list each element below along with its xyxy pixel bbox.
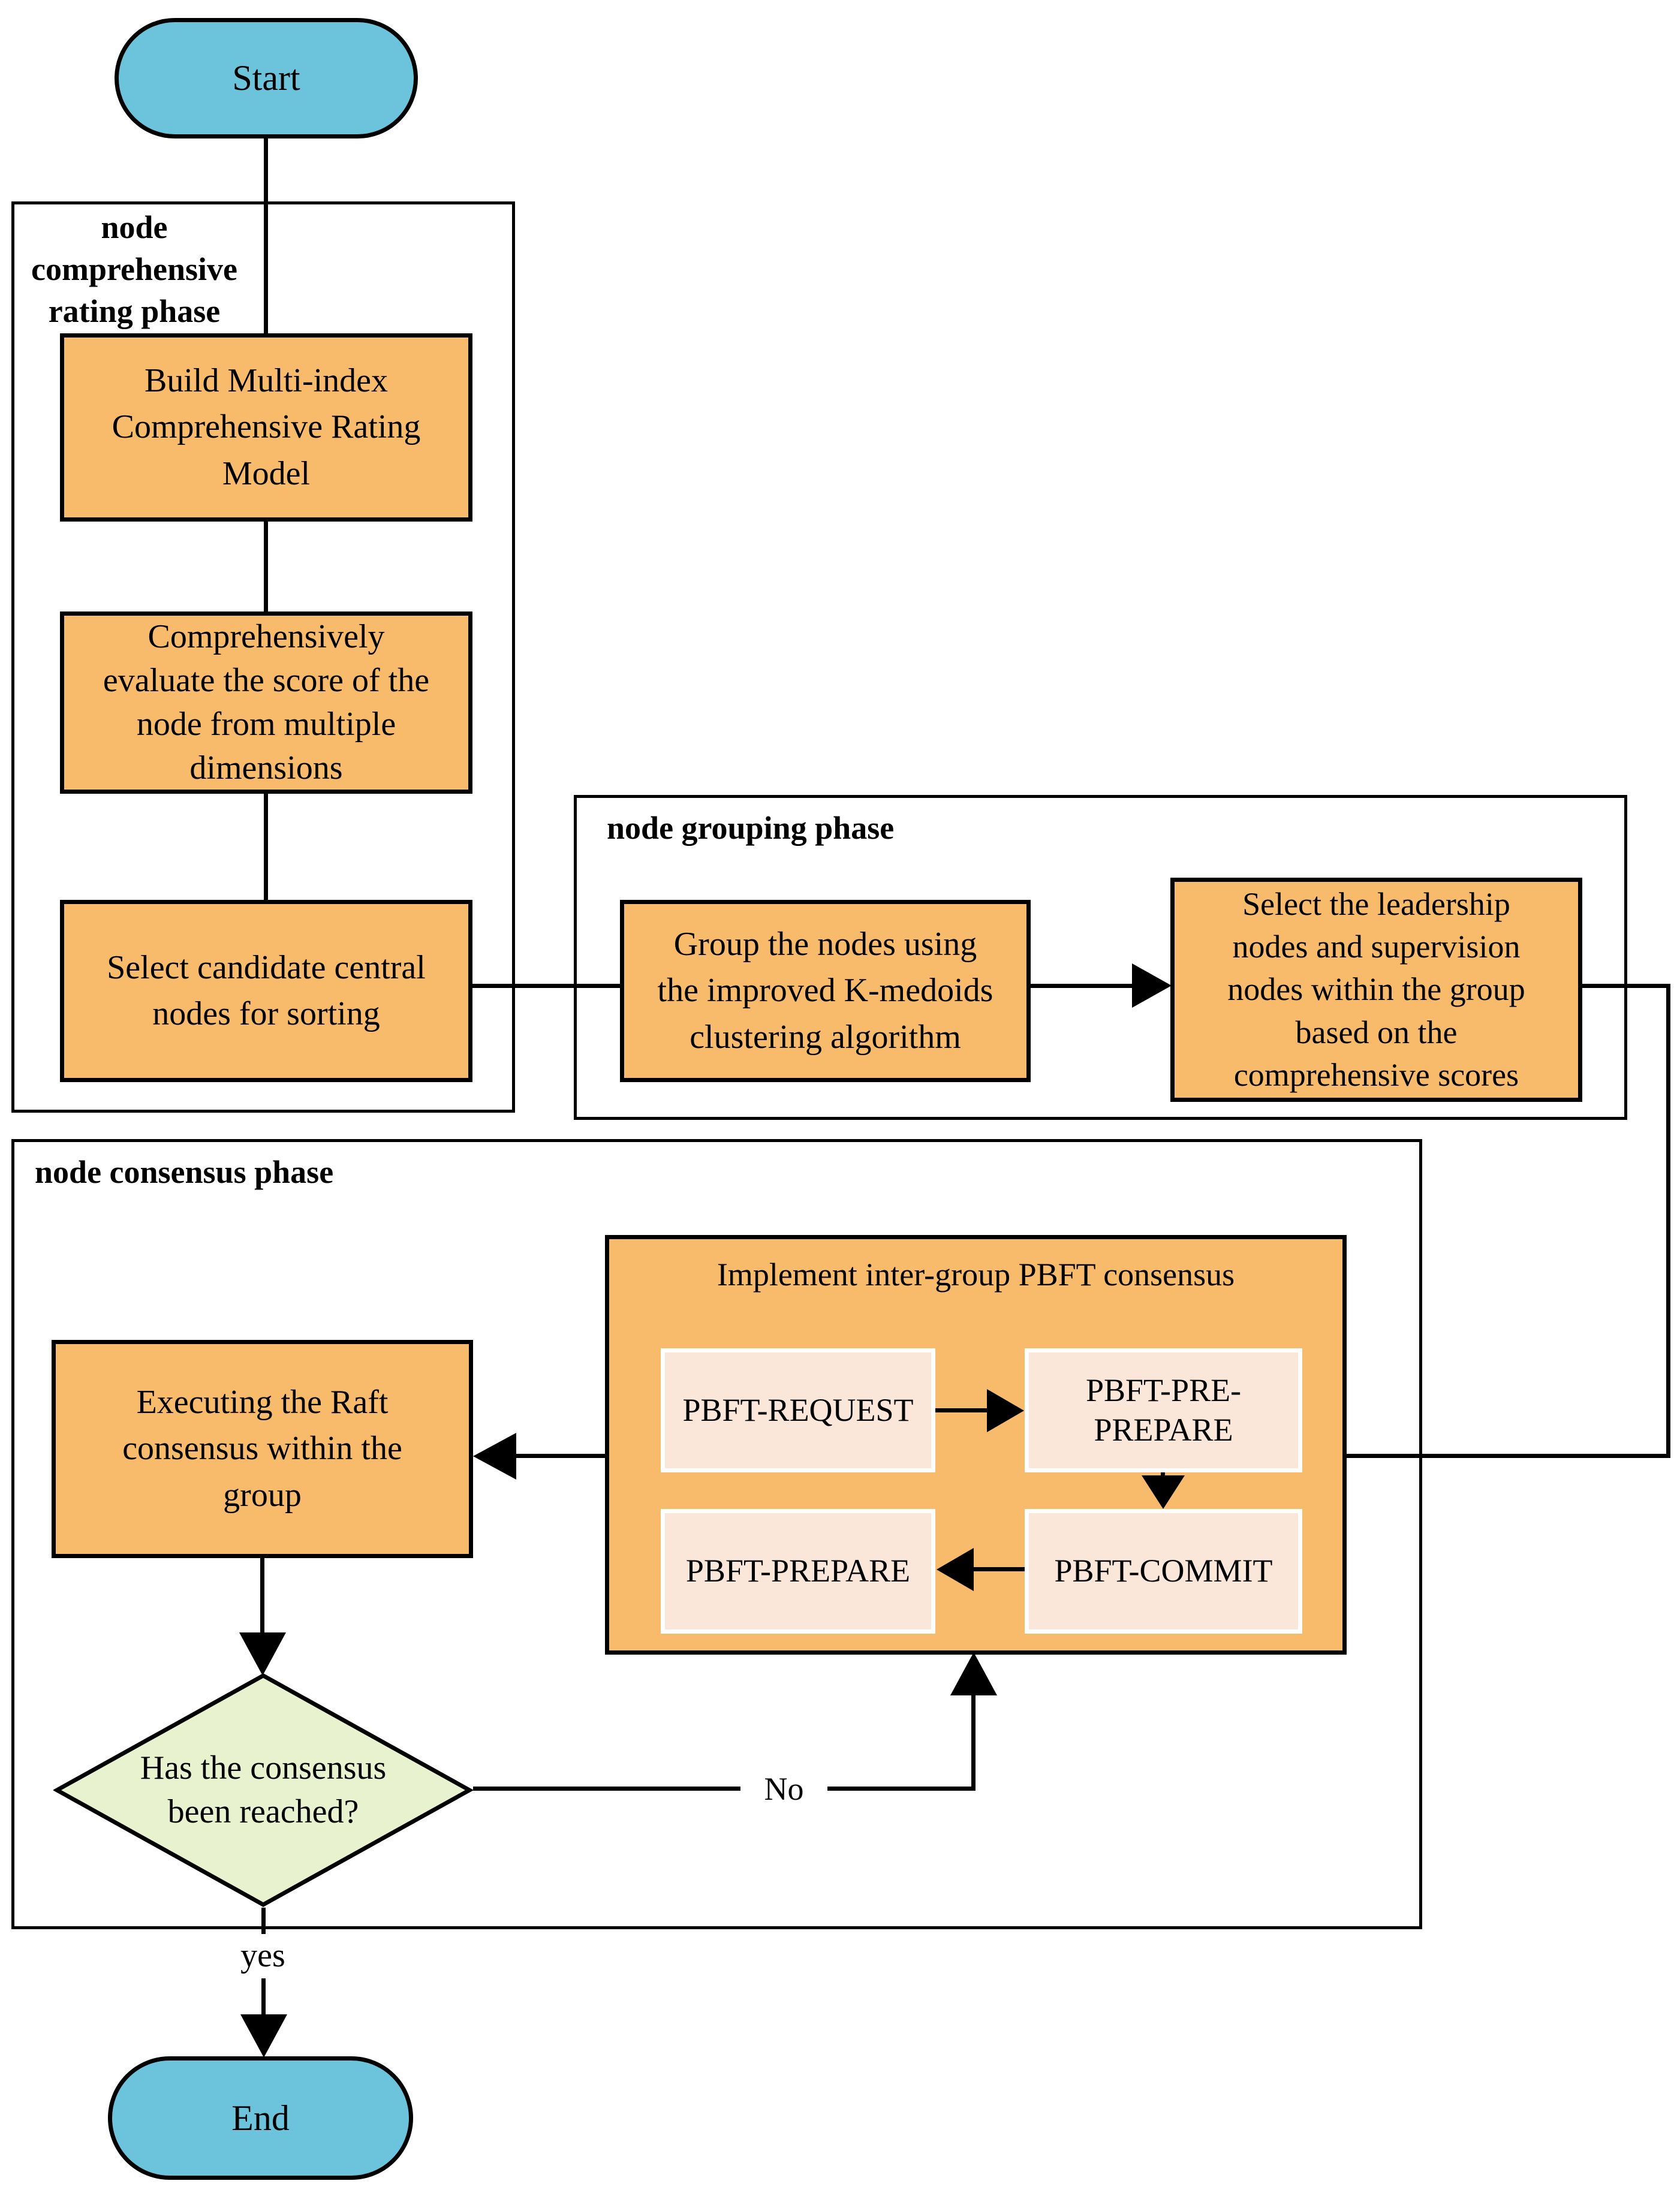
pbft-commit-text: PBFT-COMMIT [1054, 1553, 1273, 1589]
group-nodes-text: Group the nodes using the improved K-med… [657, 926, 993, 1056]
raft-step: Executing the Raft consensus within the … [52, 1340, 473, 1558]
pbft-commit-step: PBFT-COMMIT [1025, 1509, 1302, 1634]
connector-right-vertical [1666, 984, 1670, 1458]
yes-edge-label: yes [213, 1934, 312, 1977]
connector-start-build [264, 138, 268, 333]
connector-yes-end [261, 1978, 266, 2035]
pbft-pre-prepare-step: PBFT-PRE- PREPARE [1025, 1348, 1302, 1472]
decision-diamond-shape [53, 1673, 473, 1908]
no-edge-label: No [740, 1760, 827, 1817]
select-leadership-step: Select the leadership nodes and supervis… [1170, 878, 1582, 1102]
arrowhead-decision [239, 1632, 286, 1676]
group-nodes-step: Group the nodes using the improved K-med… [620, 900, 1031, 1082]
consensus-phase-label-text: node consensus phase [35, 1154, 334, 1190]
connector-raft-decision [260, 1558, 264, 1635]
rating-phase-label: node comprehensive rating phase [12, 206, 257, 333]
evaluate-score-step: Comprehensively evaluate the score of th… [60, 611, 472, 794]
pbft-title: Implement inter-group PBFT consensus [605, 1256, 1347, 1293]
evaluate-score-text: Comprehensively evaluate the score of th… [103, 618, 430, 787]
select-candidates-text: Select candidate central nodes for sorti… [107, 948, 426, 1032]
rating-phase-label-text: node comprehensive rating phase [31, 209, 237, 330]
decision-text-wrap: Has the consensus been reached? [53, 1672, 473, 1908]
pbft-prepare-text: PBFT-PREPARE [685, 1553, 911, 1589]
start-node: Start [115, 18, 418, 138]
connector-request-preprepare [935, 1408, 988, 1412]
arrowhead-pbft-return [950, 1652, 997, 1695]
decision-text: Has the consensus been reached? [140, 1749, 387, 1830]
yes-edge-label-text: yes [240, 1937, 285, 1974]
connector-decision-bottom [261, 1908, 266, 1934]
connector-group-leadership [1031, 984, 1133, 988]
connector-to-pbft [1347, 1454, 1670, 1458]
arrowhead-preprepare [987, 1389, 1024, 1432]
build-model-text: Build Multi-index Comprehensive Rating M… [112, 362, 421, 492]
connector-pbft-raft [516, 1454, 605, 1458]
consensus-phase-container [11, 1139, 1422, 1929]
rating-phase-container [11, 201, 515, 1113]
connector-build-evaluate [264, 522, 268, 611]
arrowhead-end [240, 2014, 287, 2058]
connector-evaluate-select [264, 794, 268, 900]
raft-text: Executing the Raft consensus within the … [122, 1384, 402, 1514]
consensus-decision-diamond [53, 1673, 473, 1908]
arrowhead-prepare [937, 1548, 974, 1591]
pbft-pre-prepare-text: PBFT-PRE- PREPARE [1085, 1372, 1242, 1448]
consensus-phase-label: node consensus phase [35, 1151, 333, 1193]
connector-leadership-exit [1582, 984, 1670, 988]
pbft-title-text: Implement inter-group PBFT consensus [716, 1257, 1235, 1293]
no-edge-label-text: No [764, 1770, 804, 1807]
pbft-request-text: PBFT-REQUEST [682, 1391, 914, 1428]
grouping-phase-label-text: node grouping phase [607, 810, 895, 846]
end-node: End [108, 2056, 413, 2180]
arrowhead-commit [1142, 1475, 1185, 1509]
arrowhead-raft [473, 1433, 516, 1480]
build-model-step: Build Multi-index Comprehensive Rating M… [60, 333, 472, 522]
arrowhead-leadership [1132, 963, 1172, 1008]
select-leadership-text: Select the leadership nodes and supervis… [1227, 885, 1525, 1093]
grouping-phase-container [574, 795, 1627, 1120]
select-candidates-step: Select candidate central nodes for sorti… [60, 900, 472, 1082]
connector-no-vertical [971, 1693, 976, 1791]
connector-select-group [472, 984, 620, 988]
connector-commit-prepare [973, 1567, 1025, 1571]
pbft-prepare-step: PBFT-PREPARE [661, 1509, 935, 1634]
grouping-phase-label: node grouping phase [607, 807, 894, 849]
pbft-request-step: PBFT-REQUEST [661, 1348, 935, 1472]
connector-no-horizontal [473, 1787, 976, 1791]
end-label: End [231, 2098, 290, 2138]
start-label: Start [232, 58, 300, 98]
